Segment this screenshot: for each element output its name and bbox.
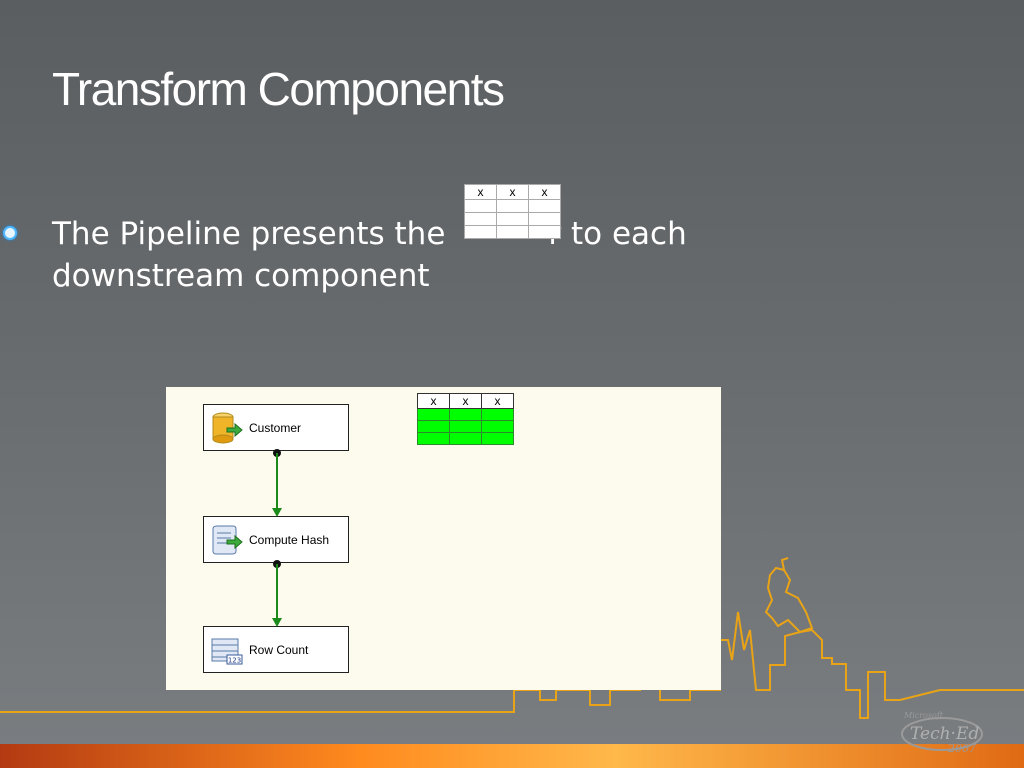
flow-path[interactable]: [276, 453, 278, 509]
buffer-grid-header-cell: x: [496, 184, 529, 200]
bullet-line-1-head: The Pipeline presents the: [52, 216, 446, 252]
buffer-grid-overlay: x x x: [464, 184, 561, 239]
component-label: Customer: [249, 420, 302, 435]
svg-text:2007: 2007: [947, 742, 976, 754]
buffer-grid-header-row: x x x: [417, 393, 514, 409]
horizon-line: [0, 611, 1024, 719]
footer-band: [0, 744, 1024, 768]
compute-hash-component[interactable]: Compute Hash: [203, 516, 349, 563]
buffer-grid: x x x: [417, 393, 514, 445]
bullet-line-1: The Pipeline presents the r to each: [52, 213, 752, 255]
statue-decoration: [764, 557, 814, 634]
buffer-grid-header-cell: x: [464, 184, 497, 200]
flow-path[interactable]: [276, 564, 278, 619]
data-flow-designer[interactable]: Customer Compute Hash 123 Row Count x: [166, 387, 721, 690]
buffer-grid-row: [417, 408, 514, 421]
buffer-grid-header-row: x x x: [464, 184, 561, 200]
database-source-icon: [212, 412, 243, 443]
bullet-icon: [3, 226, 17, 240]
row-count-icon: 123: [211, 638, 243, 664]
bullet-text: The Pipeline presents the r to each downs…: [52, 213, 752, 297]
arrow-head-icon: [272, 618, 282, 627]
buffer-grid-header-cell: x: [417, 393, 450, 409]
bullet-line-1-tail: r to each: [548, 216, 687, 252]
buffer-grid-row: [417, 432, 514, 445]
buffer-grid-header-cell: x: [449, 393, 482, 409]
svg-text:Tech·Ed: Tech·Ed: [910, 724, 979, 744]
svg-text:Microsoft: Microsoft: [903, 711, 944, 720]
buffer-grid-header-cell: x: [481, 393, 514, 409]
component-label: Compute Hash: [249, 532, 330, 547]
bullet-line-2: downstream component: [52, 258, 430, 294]
row-count-component[interactable]: 123 Row Count: [203, 626, 349, 673]
buffer-grid-row: [417, 420, 514, 433]
customer-component[interactable]: Customer: [203, 404, 349, 451]
arrow-head-icon: [272, 508, 282, 517]
component-label: Row Count: [249, 642, 309, 657]
buffer-grid-row: [464, 212, 561, 226]
svg-text:123: 123: [228, 656, 241, 664]
tech-ed-logo: Microsoft Tech·Ed 2007: [901, 711, 983, 754]
buffer-grid-header-cell: x: [528, 184, 561, 200]
buffer-grid-row: [464, 225, 561, 239]
buffer-grid-row: [464, 199, 561, 213]
script-transform-icon: [212, 525, 243, 554]
slide-title: Transform Components: [52, 63, 505, 115]
